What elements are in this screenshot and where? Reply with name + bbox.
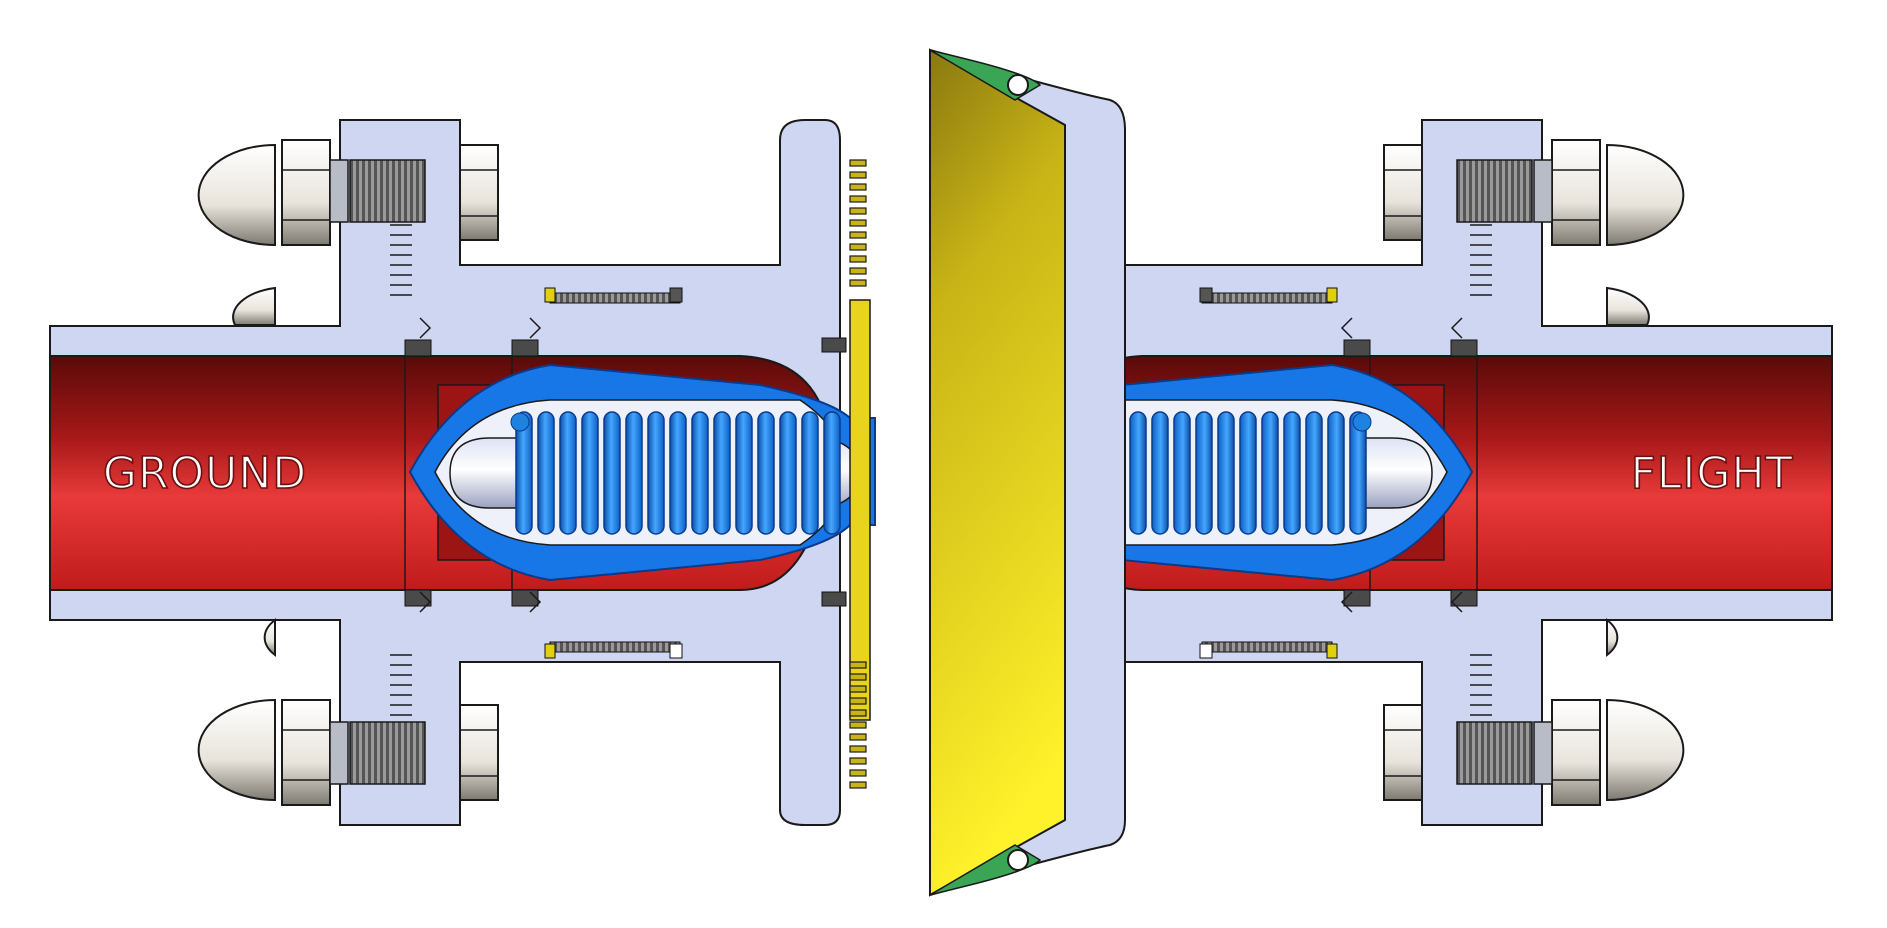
- ground-coupling-half: [49, 119, 876, 826]
- flange-face-teeth: [849, 159, 867, 789]
- spring-coil: [1151, 411, 1169, 535]
- coil-spring-icon: [510, 411, 841, 535]
- spring-coil: [735, 411, 753, 535]
- spring-coil: [1305, 411, 1323, 535]
- spring-coil: [823, 411, 841, 535]
- spring-coil: [625, 411, 643, 535]
- flight-side-label: FLIGHT: [1631, 448, 1794, 499]
- spring-end-cap: [1352, 412, 1372, 432]
- spring-coil: [1283, 411, 1301, 535]
- spring-coil: [1239, 411, 1257, 535]
- spring-coil: [581, 411, 599, 535]
- hinge-pin-icon: [1007, 849, 1029, 871]
- spring-coil: [1327, 411, 1345, 535]
- spring-coil: [779, 411, 797, 535]
- spring-coil: [757, 411, 775, 535]
- spring-coil: [1217, 411, 1235, 535]
- spring-coil: [691, 411, 709, 535]
- spring-coil: [559, 411, 577, 535]
- spring-coil: [1261, 411, 1279, 535]
- spring-coil: [801, 411, 819, 535]
- spring-coil: [1195, 411, 1213, 535]
- spring-coil: [713, 411, 731, 535]
- spring-coil: [1349, 411, 1367, 535]
- center-disconnect-plate: [929, 48, 1126, 897]
- spring-coil: [603, 411, 621, 535]
- spring-coil: [1173, 411, 1191, 535]
- hinge-pin-icon: [1007, 74, 1029, 96]
- spring-coil: [537, 411, 555, 535]
- ground-side-label: GROUND: [103, 448, 307, 499]
- spring-coil: [515, 411, 533, 535]
- spring-end-cap: [510, 412, 530, 432]
- spring-coil: [1129, 411, 1147, 535]
- spring-coil: [669, 411, 687, 535]
- spring-coil: [647, 411, 665, 535]
